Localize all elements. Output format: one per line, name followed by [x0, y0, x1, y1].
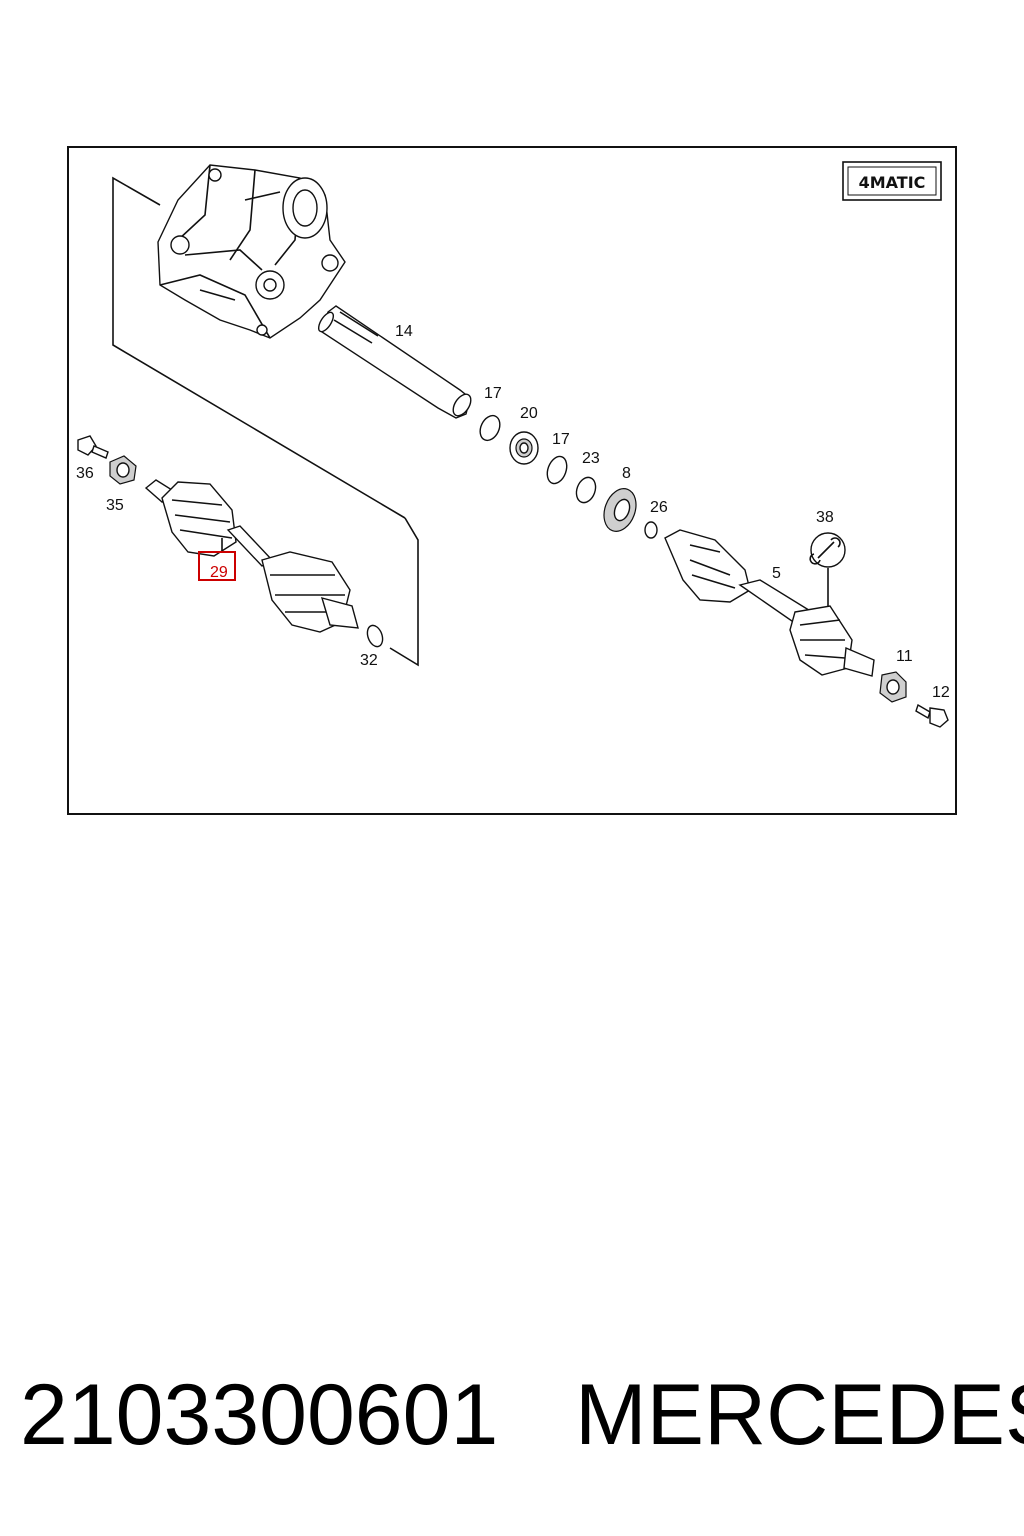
- callout-36[interactable]: 36: [76, 465, 94, 482]
- snap-ring-32: [366, 624, 384, 648]
- 4matic-badge: 4MATIC: [842, 161, 942, 201]
- differential-housing: [157, 164, 346, 339]
- callout-20[interactable]: 20: [520, 405, 538, 422]
- nut-11: [879, 671, 907, 703]
- callout-12[interactable]: 12: [932, 684, 950, 701]
- bolt-12: [915, 703, 949, 728]
- wrench-icon: [809, 532, 846, 606]
- footer: 2103300601 MERCEDES: [0, 1360, 1024, 1470]
- callout-5[interactable]: 5: [772, 565, 781, 582]
- callout-38[interactable]: 38: [816, 509, 834, 526]
- callout-8[interactable]: 8: [622, 465, 631, 482]
- drive-shaft-right: [664, 529, 875, 677]
- callout-14[interactable]: 14: [395, 323, 413, 340]
- callout-26[interactable]: 26: [650, 499, 668, 516]
- bolt-36: [77, 435, 109, 459]
- drive-shaft-left: [144, 479, 359, 633]
- callout-11[interactable]: 11: [896, 648, 913, 665]
- part-number: 2103300601: [20, 1367, 499, 1463]
- snap-ring-23: [575, 476, 597, 504]
- diagram-frame: [67, 146, 957, 815]
- nut-35: [109, 455, 137, 485]
- callout-35[interactable]: 35: [106, 497, 124, 514]
- badge-text: 4MATIC: [859, 173, 926, 192]
- callout-29-highlight[interactable]: 29: [198, 551, 236, 581]
- ring-26: [644, 521, 658, 539]
- callout-32[interactable]: 32: [360, 652, 378, 669]
- snap-ring-17b: [546, 455, 568, 485]
- inner-shaft: [317, 305, 472, 419]
- snap-ring-17a: [479, 414, 501, 442]
- callout-29[interactable]: 29: [210, 564, 228, 581]
- callout-17a[interactable]: 17: [484, 385, 502, 402]
- bearing-20: [509, 431, 539, 465]
- inset-bracket: [112, 176, 419, 667]
- callout-17b[interactable]: 17: [552, 431, 570, 448]
- brand-name: MERCEDES: [575, 1367, 1024, 1463]
- seal-8: [603, 488, 637, 532]
- callout-23[interactable]: 23: [582, 450, 600, 467]
